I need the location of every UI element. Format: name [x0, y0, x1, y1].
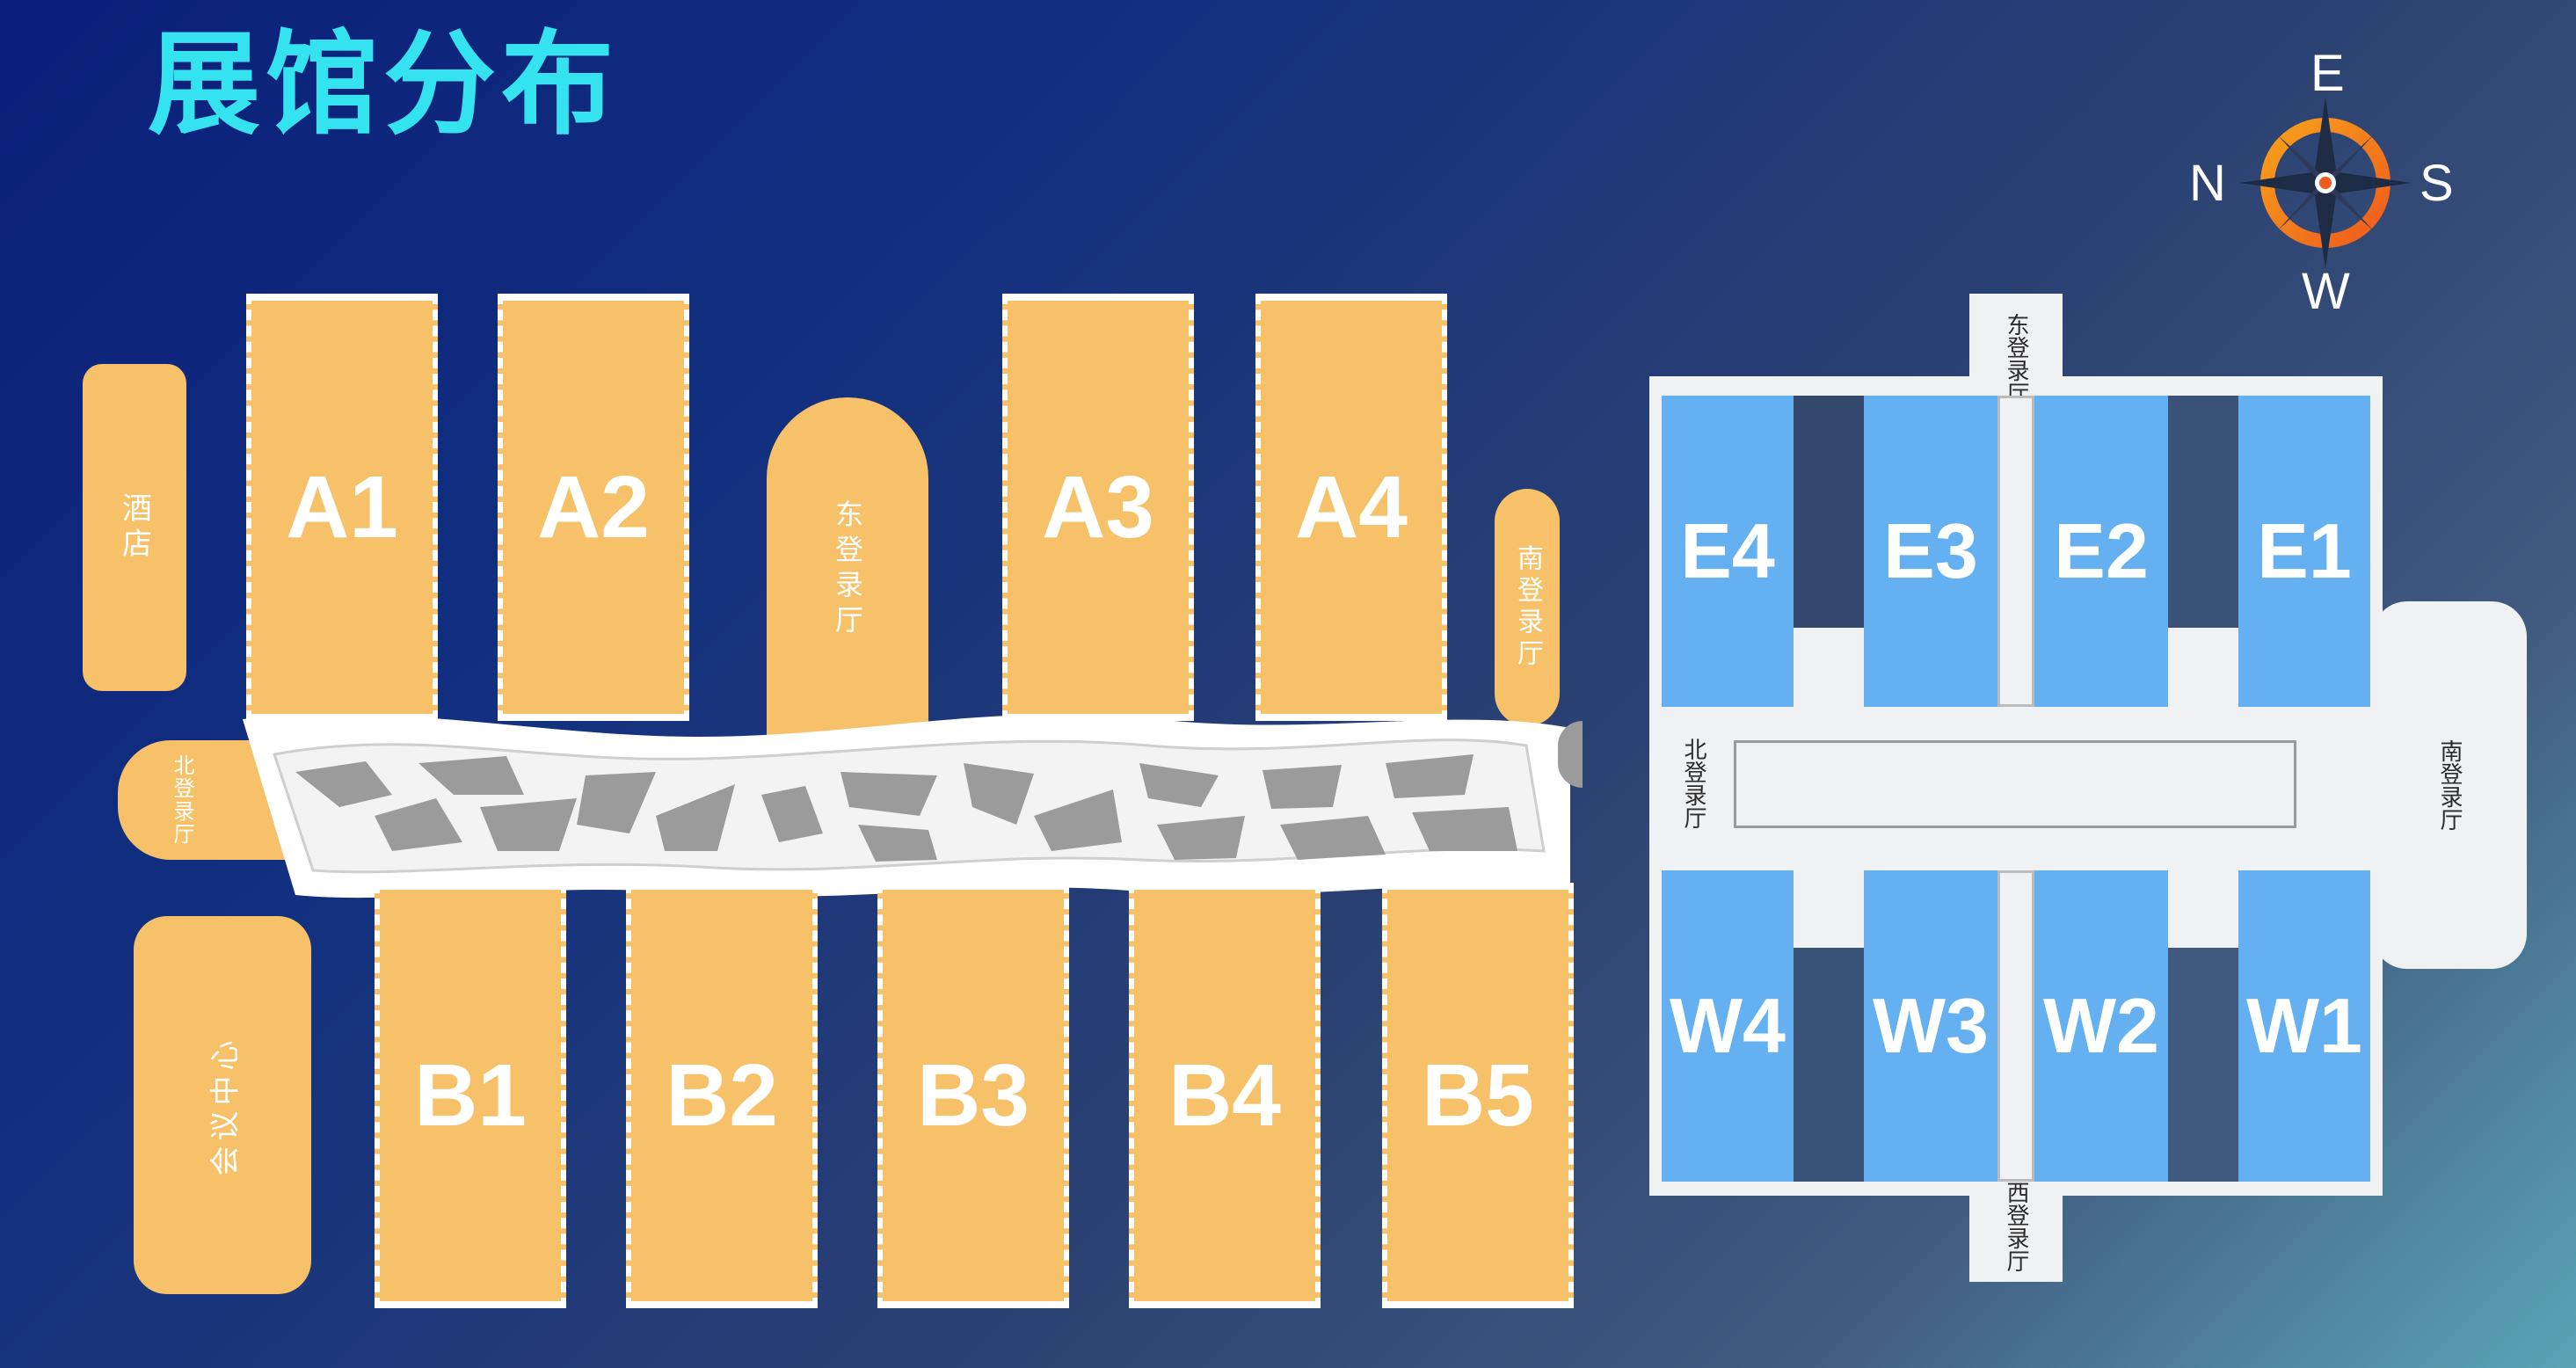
connector-end-cap	[1558, 721, 1583, 788]
hall-w3-label: W3	[1873, 982, 1989, 1069]
compass-left-label: N	[2189, 155, 2226, 212]
hall-w2-label: W2	[2043, 982, 2159, 1069]
hall-e4-label: E4	[1680, 507, 1775, 594]
compass-top-label: E	[2310, 45, 2345, 102]
compass-rose-icon	[2239, 97, 2412, 269]
hall-a2[interactable]: A2	[498, 294, 689, 721]
hall-w3[interactable]: W3	[1864, 870, 1997, 1182]
compass-right-label: S	[2420, 155, 2454, 212]
south-lobby-left[interactable]: 南登录厅	[1495, 489, 1560, 726]
hall-e3-label: E3	[1883, 507, 1978, 594]
hall-e3[interactable]: E3	[1864, 396, 1997, 707]
hall-a3-label: A3	[1042, 457, 1154, 557]
hall-b2-label: B2	[666, 1045, 778, 1145]
hall-a1-label: A1	[286, 457, 398, 557]
hall-e2-label: E2	[2054, 507, 2149, 594]
hall-e4-e3-gap	[1794, 396, 1864, 628]
hotel[interactable]: 酒店	[83, 364, 186, 691]
hall-e4[interactable]: E4	[1662, 396, 1794, 707]
hall-a4[interactable]: A4	[1255, 294, 1447, 721]
central-connector	[243, 714, 1570, 899]
hall-b1-label: B1	[414, 1045, 527, 1145]
hall-w1-label: W1	[2246, 982, 2362, 1069]
hotel-label: 酒店	[116, 492, 152, 563]
hall-b3-label: B3	[917, 1045, 1030, 1145]
hall-b4[interactable]: B4	[1129, 883, 1321, 1308]
central-corridor-right	[1649, 707, 2383, 870]
hall-b3[interactable]: B3	[877, 883, 1069, 1308]
page-title: 展馆分布	[148, 19, 620, 150]
hall-a2-label: A2	[537, 457, 650, 557]
hall-w4-label: W4	[1670, 982, 1786, 1069]
hall-w1[interactable]: W1	[2238, 870, 2370, 1182]
hall-e2-e1-gap	[2168, 396, 2238, 628]
hall-b5[interactable]: B5	[1382, 883, 1574, 1308]
west-lobby-right-label: 西登录厅	[2003, 1181, 2029, 1272]
left-complex: 酒店 A1 A2 A3 A4 东登录厅 南登录厅 北登录厅	[83, 294, 1583, 1308]
hall-w4-w3-gap	[1794, 948, 1864, 1182]
hall-e1[interactable]: E1	[2238, 396, 2370, 707]
west-corridor-divider	[1997, 870, 2034, 1182]
hall-b4-label: B4	[1168, 1045, 1281, 1145]
hall-b2[interactable]: B2	[626, 883, 818, 1308]
north-lobby-right[interactable]: 北登录厅	[1676, 726, 1711, 840]
hall-a4-label: A4	[1295, 457, 1408, 557]
compass: E N S W	[2189, 44, 2462, 325]
south-lobby-right-label: 南登录厅	[2436, 739, 2463, 831]
central-corridor-inner	[1734, 740, 2296, 828]
hall-b1[interactable]: B1	[375, 883, 566, 1308]
hall-e1-label: E1	[2257, 507, 2352, 594]
east-lobby-left[interactable]: 东登录厅	[767, 397, 928, 742]
east-lobby-right-label: 东登录厅	[2003, 313, 2029, 404]
hall-w2-w1-gap	[2168, 948, 2238, 1182]
hall-w2[interactable]: W2	[2034, 870, 2168, 1182]
hall-a1[interactable]: A1	[246, 294, 438, 721]
hall-b5-label: B5	[1422, 1045, 1534, 1145]
hall-w4[interactable]: W4	[1662, 870, 1794, 1182]
north-lobby-left-label: 北登录厅	[170, 754, 194, 846]
compass-bottom-label: W	[2302, 263, 2350, 320]
south-lobby-left-label: 南登录厅	[1512, 544, 1543, 671]
hall-e2[interactable]: E2	[2034, 396, 2168, 707]
east-lobby-left-label: 东登录厅	[831, 499, 864, 640]
south-lobby-right[interactable]: 南登录厅	[2372, 601, 2527, 969]
east-corridor-divider	[1997, 396, 2034, 707]
conference-center[interactable]: 会议中心	[134, 916, 311, 1294]
north-lobby-right-label: 北登录厅	[1680, 738, 1706, 829]
